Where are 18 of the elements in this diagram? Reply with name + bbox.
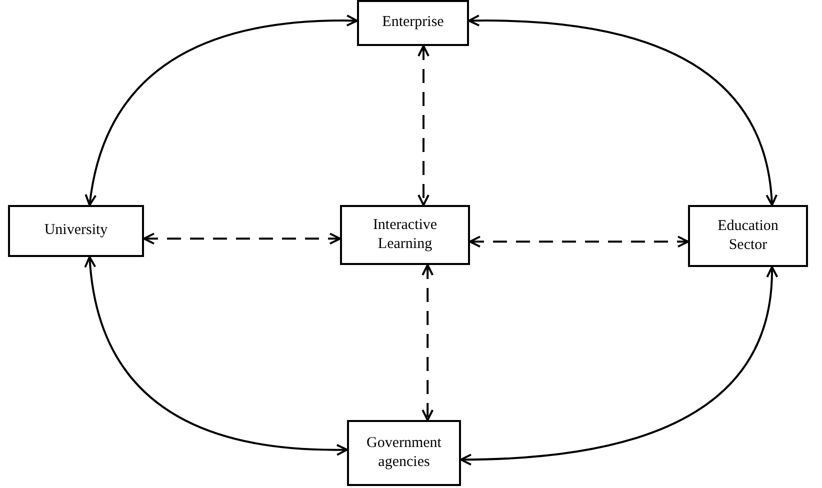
- box-label: Enterprise: [382, 13, 444, 32]
- arrow: [84, 256, 348, 456]
- arrow: [85, 14, 358, 206]
- arrow: [460, 266, 778, 466]
- process-box: [340, 205, 470, 265]
- box-label: Government agencies: [366, 434, 442, 472]
- arrow: [468, 14, 777, 206]
- process-box: [357, 0, 469, 46]
- process-box: [688, 205, 808, 267]
- arrow: [469, 236, 689, 248]
- process-box: [347, 420, 461, 486]
- arrow: [143, 232, 341, 245]
- process-box: [8, 205, 144, 257]
- arrow: [422, 264, 434, 421]
- box-label: Education Sector: [716, 216, 780, 255]
- box-label: University: [44, 221, 108, 240]
- box-label: Interactive Learning: [372, 216, 438, 254]
- arrow: [418, 45, 430, 206]
